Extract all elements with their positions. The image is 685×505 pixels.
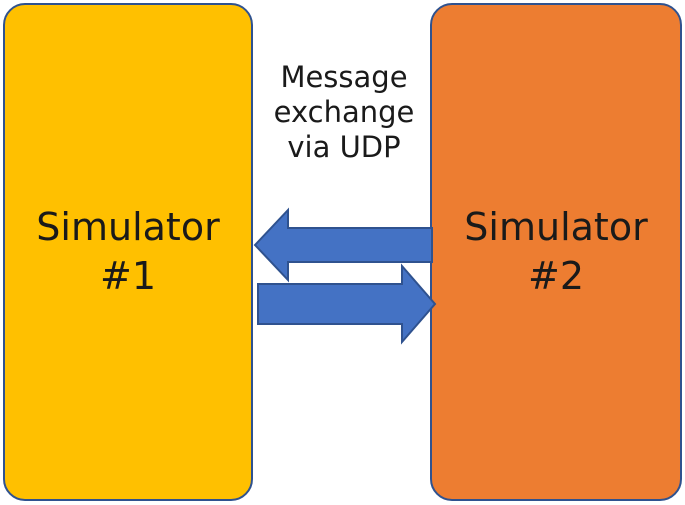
- message-exchange-caption: Message exchange via UDP: [258, 60, 430, 164]
- caption-line-1: Message: [280, 60, 408, 94]
- arrow-right-icon: [257, 263, 437, 345]
- simulator-1-number: #1: [99, 254, 157, 298]
- caption-line-2: exchange: [273, 94, 415, 129]
- simulator-2-number: #2: [527, 254, 585, 298]
- arrows-group: [253, 207, 437, 345]
- simulator-2-label: Simulator: [464, 204, 648, 249]
- arrow-left-icon: [253, 207, 433, 283]
- simulator-1-box: Simulator #1: [3, 3, 253, 501]
- simulator-1-label: Simulator: [36, 204, 220, 249]
- simulator-2-box: Simulator #2: [430, 3, 682, 501]
- caption-line-3: via UDP: [287, 129, 401, 164]
